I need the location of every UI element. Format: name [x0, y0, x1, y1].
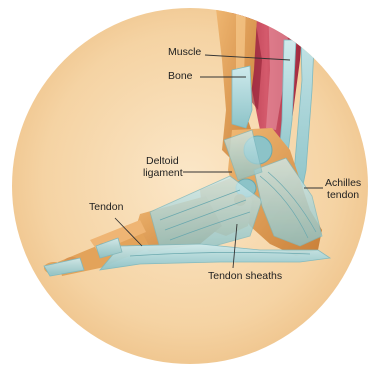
- label-deltoid-ligament: Deltoid ligament: [143, 155, 183, 179]
- label-achilles-tendon: Achilles tendon: [325, 177, 361, 201]
- label-deltoid-line1: Deltoid: [143, 155, 183, 167]
- label-tendon-sheaths: Tendon sheaths: [208, 270, 282, 282]
- label-achilles-line1: Achilles: [325, 177, 361, 189]
- label-bone: Bone: [168, 70, 193, 82]
- label-deltoid-line2: ligament: [143, 167, 183, 179]
- background-disc: [12, 8, 368, 364]
- label-muscle: Muscle: [168, 46, 201, 58]
- label-achilles-line2: tendon: [325, 189, 361, 201]
- label-tendon: Tendon: [89, 201, 123, 213]
